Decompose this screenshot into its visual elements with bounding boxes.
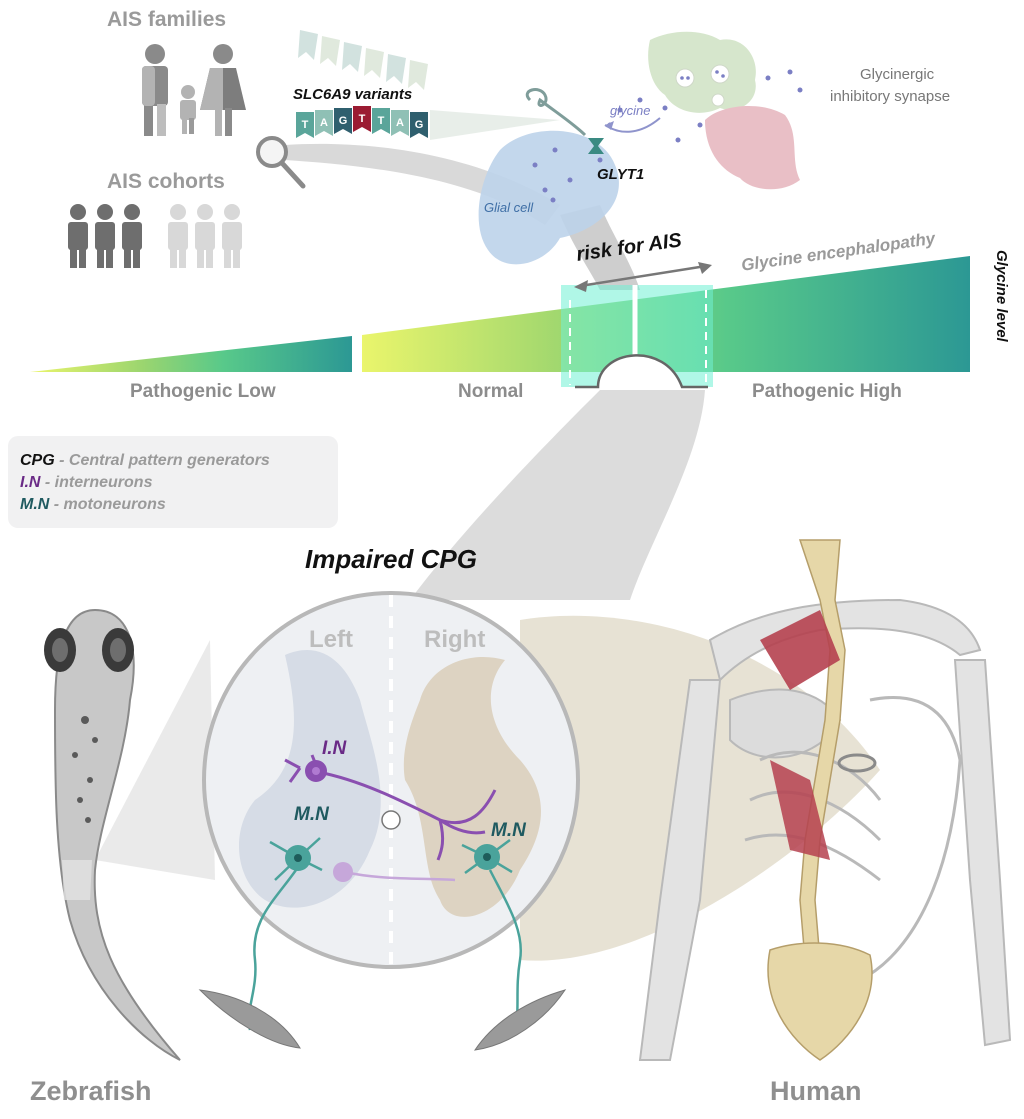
- zebrafish-figure: [44, 608, 181, 1061]
- normal-label: Normal: [458, 381, 524, 402]
- legend-abbr-cpg: CPG: [20, 452, 55, 469]
- risk-range-arrow: [579, 264, 707, 288]
- base-letter: T: [359, 113, 366, 125]
- base-letter: A: [396, 117, 404, 129]
- glycine-label: glycine: [610, 103, 651, 118]
- zoom-beam: [410, 390, 705, 600]
- base-block: [334, 108, 352, 134]
- synapse-title-line1: Glycinergic: [860, 66, 935, 83]
- abbreviation-legend: CPG - Central pattern generators I.N - i…: [8, 436, 338, 528]
- magnifier-beam: [285, 143, 560, 225]
- cohort-icon: [68, 204, 242, 268]
- ais-families-title: AIS families: [107, 8, 227, 31]
- legend-row-mn: M.N - motoneurons: [20, 496, 166, 514]
- presynaptic-terminal: [648, 31, 756, 113]
- base-letter: G: [339, 115, 348, 127]
- legend-desc-cpg: - Central pattern generators: [54, 452, 270, 469]
- glial-cell: [478, 130, 619, 265]
- right-motoneuron: [461, 838, 523, 1031]
- right-side-label: Right: [424, 626, 486, 653]
- right-muscle-icon: [473, 989, 567, 1051]
- legend-row-cpg: CPG - Central pattern generators: [20, 452, 270, 470]
- base-block: [372, 108, 390, 134]
- postsynaptic-terminal: [705, 105, 800, 190]
- human-label: Human: [770, 1076, 862, 1106]
- family-icon: [142, 44, 246, 136]
- scissor-icon: [525, 88, 587, 137]
- faded-interneuron: [344, 870, 456, 882]
- base-block: [353, 106, 371, 132]
- spine-ring: [837, 753, 877, 773]
- magnifier-icon: [256, 136, 306, 189]
- base-block: [410, 112, 428, 138]
- base-block: [391, 110, 409, 136]
- base-letter: T: [302, 119, 309, 131]
- glycine-level-gradient: [30, 256, 970, 372]
- human-upper-muscle: [760, 610, 840, 690]
- left-side-label: Left: [309, 626, 353, 653]
- base-letter: A: [320, 117, 328, 129]
- base-block: [315, 110, 333, 136]
- central-canal: [381, 810, 401, 830]
- left-muscle-icon: [198, 989, 301, 1049]
- base-block: [296, 112, 314, 138]
- gradient-notch: [575, 354, 708, 389]
- pathogenic-high-label: Pathogenic High: [752, 381, 902, 402]
- base-letter: G: [415, 119, 424, 131]
- interneuron-label: I.N: [322, 738, 347, 759]
- pathogenic-low-label: Pathogenic Low: [130, 381, 276, 402]
- glyt1-transporter-icon: [588, 138, 604, 154]
- right-motoneuron-label: M.N: [491, 820, 526, 841]
- zebrafish-cone: [95, 640, 215, 880]
- glycine-arrow: [604, 117, 661, 133]
- vesicle-icons: [675, 64, 730, 107]
- dna-ribbon-icon: [298, 30, 428, 90]
- ais-cohorts-title: AIS cohorts: [107, 170, 225, 193]
- glyt1-label: GLYT1: [597, 166, 645, 183]
- synapse-title-line2: inhibitory synapse: [830, 88, 951, 105]
- legend-abbr-mn: M.N: [20, 496, 50, 513]
- impaired-cpg-title: Impaired CPG: [305, 544, 477, 574]
- glial-cell-label: Glial cell: [484, 200, 534, 215]
- legend-row-in: I.N - interneurons: [20, 474, 152, 492]
- legend-desc-mn: - motoneurons: [49, 496, 166, 513]
- legend-desc-in: - interneurons: [40, 474, 153, 491]
- light-cone: [430, 110, 560, 140]
- base-letter: T: [378, 115, 385, 127]
- slc6a9-variants-label: SLC6A9 variants: [293, 86, 413, 103]
- glycine-level-label: Glycine level: [993, 250, 1010, 342]
- human-lower-muscle: [770, 760, 830, 860]
- legend-abbr-in: I.N: [20, 474, 41, 491]
- right-spinal-region: [403, 656, 541, 917]
- zebrafish-label: Zebrafish: [30, 1076, 152, 1106]
- left-motoneuron-label: M.N: [294, 804, 329, 825]
